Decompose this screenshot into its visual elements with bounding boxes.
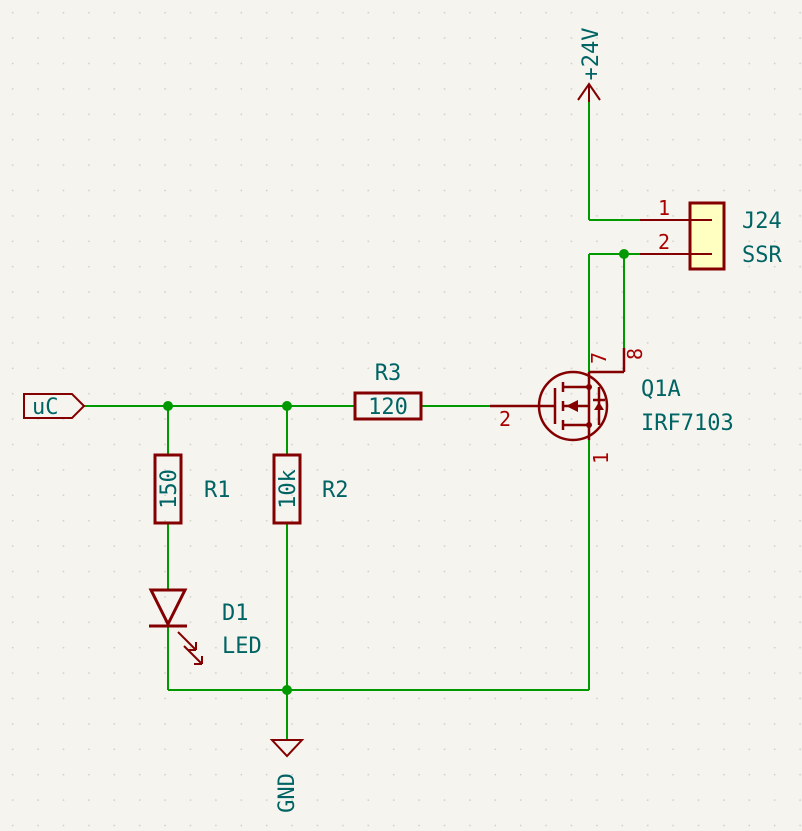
j24-pin1-number: 1 [658,196,670,220]
r2-ref: R2 [322,478,349,503]
r2-value: 10k [276,469,301,509]
j24-ref: J24 [742,209,782,234]
led-triangle [148,588,188,628]
mosfet-nodes [586,384,592,428]
ground-triangle [269,739,305,758]
led-emission-arrows [177,631,203,665]
q1-ref: Q1A [641,377,681,402]
r1-ref: R1 [204,478,231,503]
connector-j24[interactable]: 1 2 J24 SSR [640,196,782,271]
mosfet-body-arrow [566,400,578,412]
resistor-r1[interactable]: 150 R1 [153,453,231,525]
ground-label: GND [275,773,300,813]
supply-symbol[interactable]: +24V [577,28,604,102]
net-label-uc[interactable]: uC [23,393,86,420]
junction-dot [282,685,292,695]
mosfet-diode [594,402,604,410]
q1-drain-pin-8: 8 [623,348,647,360]
r1-value: 150 [157,469,182,509]
resistor-r3[interactable]: 120 R3 [353,361,423,421]
supply-label: +24V [579,28,604,81]
junction-dot [163,401,173,411]
q1-gate-pin-number: 2 [499,407,511,431]
net-label-uc-text: uC [32,395,59,420]
junction-dot [619,249,629,259]
j24-pin2-number: 2 [658,230,670,254]
resistor-body [353,391,423,421]
d1-ref: D1 [222,601,249,626]
r3-value: 120 [368,395,408,420]
resistor-r2[interactable]: 10k R2 [272,453,349,525]
junction-dot [282,401,292,411]
j24-value: SSR [742,243,782,268]
junctions [163,249,629,695]
resistor-body [153,453,183,525]
resistor-body [272,453,302,525]
r3-ref: R3 [375,361,402,386]
net-label-outline [23,393,86,419]
ground-symbol[interactable]: GND [269,739,305,813]
d1-value: LED [222,634,262,659]
q1-value: IRF7103 [641,411,734,436]
j24-body [688,201,726,271]
q1-source-pin-number: 1 [589,452,613,464]
mosfet-q1a[interactable]: 2 7 8 1 Q1A IRF7103 [490,348,734,464]
q1-drain-pin-7: 7 [587,352,611,364]
led-d1[interactable]: D1 LED [148,588,262,665]
